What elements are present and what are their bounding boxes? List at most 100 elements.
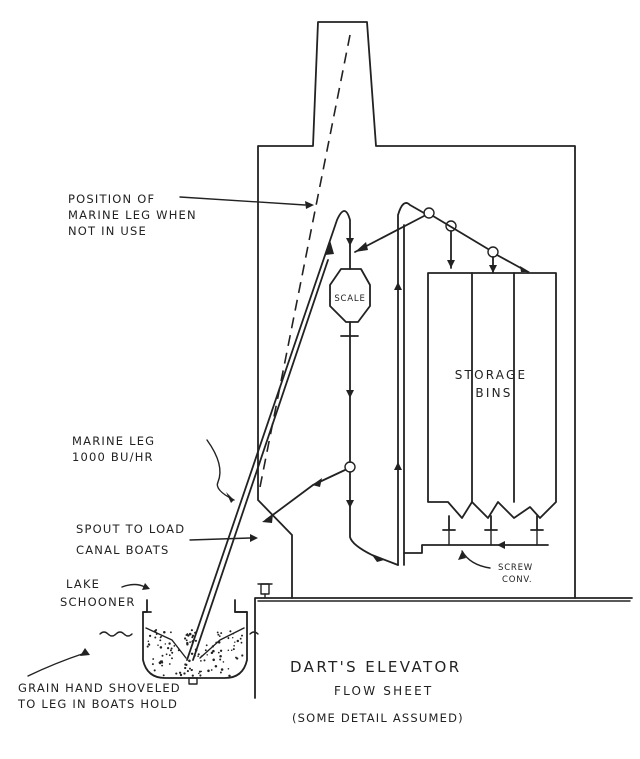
grain-dot	[184, 666, 187, 670]
grain-dot	[206, 654, 208, 656]
grain-dot	[188, 659, 191, 663]
arrow-to-leg-base	[372, 555, 384, 562]
label-grain-shoveled-line2: TO LEG IN BOATS HOLD	[17, 697, 178, 711]
marine-leg-right-edge	[192, 259, 329, 661]
label-storage-bins: STORAGE BINS	[455, 368, 534, 400]
grain-dot	[194, 655, 196, 657]
grain-dot	[190, 629, 193, 632]
grain-dot	[147, 643, 150, 646]
grain-dot	[164, 643, 167, 645]
arrow-scale-down-1	[346, 390, 354, 398]
grain-dot	[200, 655, 203, 657]
label-screw-conveyor: SCREW CONV.	[498, 563, 537, 585]
label-spout: SPOUT TO LOAD CANAL BOATS	[76, 522, 190, 557]
arrow-leg-up-1	[394, 282, 402, 290]
arrow-up-marine-leg	[325, 240, 334, 255]
grain-dot	[236, 639, 240, 643]
label-lake-schooner-line2: SCHOONER	[60, 595, 136, 609]
grain-dot	[165, 653, 168, 656]
grain-dot	[189, 667, 191, 670]
grain-dot	[186, 633, 189, 635]
grain-dot	[168, 642, 171, 645]
bin-outlets	[442, 515, 544, 531]
scale-hopper	[329, 268, 371, 323]
grain-dot	[216, 631, 219, 634]
grain-dot	[185, 639, 188, 642]
grain-dot	[233, 644, 235, 647]
bin-feed-line	[349, 471, 399, 566]
grain-dot	[220, 668, 224, 671]
screw-conveyor	[403, 544, 549, 554]
bollard-icon	[257, 583, 273, 599]
grain-dot	[160, 635, 163, 638]
arrow-distributor-chain	[520, 266, 530, 272]
grain-dot	[241, 634, 243, 637]
grain-dot	[194, 648, 197, 651]
grain-dot	[236, 657, 239, 660]
grain-dot	[155, 633, 158, 635]
arrow-marine-leg-label	[226, 492, 234, 503]
arrow-grain-label	[80, 648, 90, 656]
grain-dot	[219, 649, 223, 652]
grain-pile-outline	[145, 627, 245, 659]
grain-dot	[171, 651, 174, 654]
grain-dot	[153, 669, 156, 672]
storage-bins-outline	[427, 272, 557, 519]
grain-dot	[219, 654, 222, 658]
grain-dot	[217, 641, 221, 644]
pointer-marine-leg-position	[179, 196, 306, 206]
arrow-spout-out	[262, 514, 273, 523]
grain-dot	[218, 635, 221, 637]
label-marine-leg-position-line1: POSITION OF	[68, 192, 155, 206]
grain-dot	[203, 659, 206, 662]
grain-dot	[162, 674, 165, 677]
grain-dot	[168, 663, 171, 665]
grain-dot	[184, 637, 187, 640]
grain-dot	[217, 651, 220, 654]
arrow-screw-conveyor	[497, 541, 505, 549]
grain-dot	[191, 640, 194, 643]
grain-dot	[157, 644, 159, 646]
grain-dot	[169, 631, 172, 634]
pointer-screw-conv	[461, 550, 491, 569]
elevator-building-outline	[257, 21, 576, 599]
label-screw-conveyor-line1: SCREW	[498, 563, 533, 573]
upper-distributor-1	[423, 207, 435, 219]
label-marine-leg: MARINE LEG 1000 BU/HR	[72, 434, 160, 464]
grain-dot	[159, 646, 163, 649]
flow-arrows	[80, 201, 530, 656]
grain-dot	[199, 674, 202, 677]
label-marine-leg-position: POSITION OF MARINE LEG WHEN NOT IN USE	[68, 192, 202, 238]
grain-dot	[184, 663, 187, 666]
grain-dot	[232, 648, 235, 651]
marine-leg-stored-position	[259, 34, 351, 488]
label-screw-conveyor-line2: CONV.	[502, 575, 532, 585]
grain-dot	[212, 658, 215, 662]
grain-dot	[183, 672, 186, 675]
grain-dot	[214, 664, 218, 668]
grain-dot	[197, 653, 200, 656]
label-scale: SCALE	[334, 294, 365, 304]
label-marine-leg-position-line3: NOT IN USE	[68, 224, 147, 238]
label-lake-schooner: LAKE SCHOONER	[60, 577, 136, 609]
marine-leg-active	[186, 210, 351, 661]
grain-dots	[146, 629, 244, 678]
arrow-schooner-label	[142, 583, 150, 590]
grain-dot	[148, 634, 152, 638]
grain-dot	[205, 644, 208, 647]
grain-dot	[147, 640, 150, 643]
label-storage-bins-line1: STORAGE	[455, 368, 528, 382]
grain-dot	[210, 669, 213, 671]
grain-dot	[215, 641, 218, 644]
title-line3: (SOME DETAIL ASSUMED)	[292, 711, 464, 725]
grain-dot	[200, 660, 202, 662]
arrow-position-label	[305, 201, 314, 209]
bin-return-leg	[397, 202, 425, 566]
grain-dot	[211, 645, 215, 648]
arrow-bin-drop-2	[489, 265, 497, 273]
grain-dot	[227, 668, 230, 670]
label-grain-shoveled: GRAIN HAND SHOVELED TO LEG IN BOATS HOLD	[17, 681, 186, 711]
grain-dot	[154, 636, 157, 639]
grain-dot	[152, 658, 155, 660]
grain-dot	[159, 639, 162, 642]
